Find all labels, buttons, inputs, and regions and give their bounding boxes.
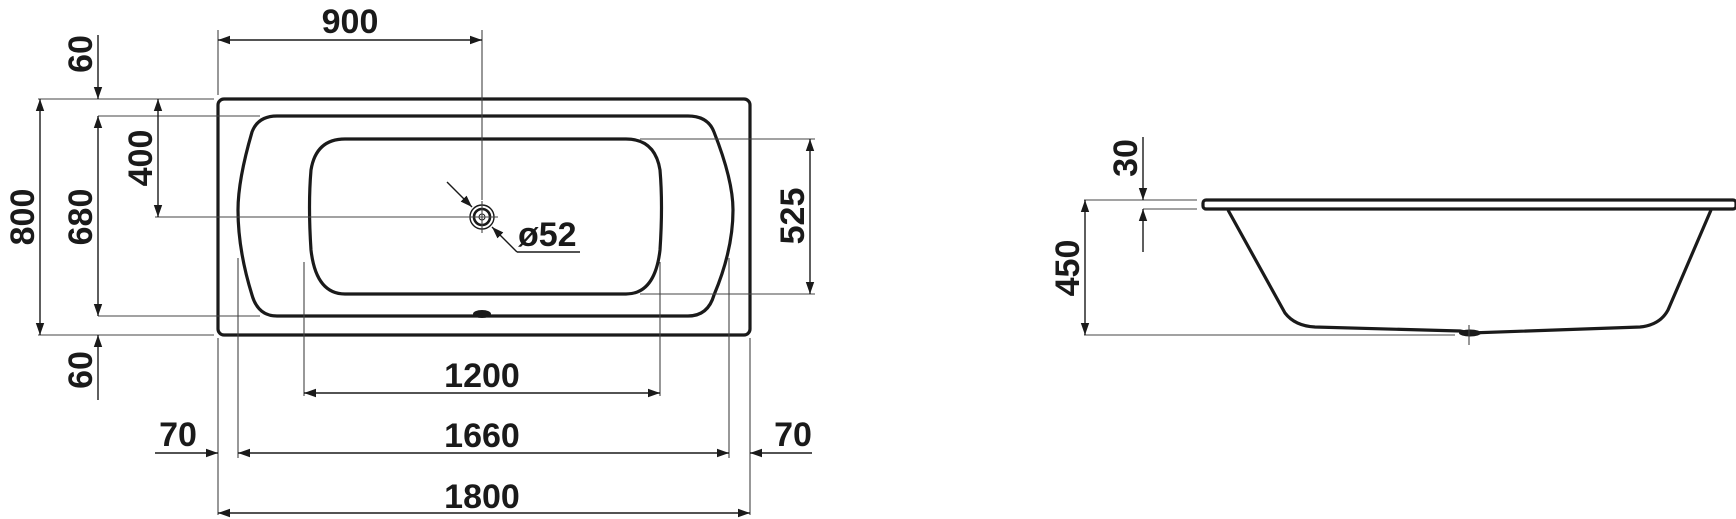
dim-bottom-rim: 60 <box>62 351 100 389</box>
dim-bottom-width: 525 <box>774 188 812 245</box>
tub-inner-basin <box>236 114 735 318</box>
dim-drain-offset-length: 900 <box>322 3 379 41</box>
dim-top-rim: 60 <box>62 35 100 73</box>
dim-inner-length: 1660 <box>444 417 520 455</box>
dim-left-rim: 70 <box>159 416 197 454</box>
dim-rim-thickness: 30 <box>1107 139 1145 177</box>
dim-overall-width: 800 <box>4 189 42 246</box>
dim-bottom-length: 1200 <box>444 357 520 395</box>
top-view: 900 800 680 60 60 400 525 ø52 1200 1660 … <box>4 3 815 518</box>
dim-depth: 450 <box>1049 240 1087 297</box>
drain-icon <box>466 201 498 233</box>
dim-inner-width: 680 <box>62 189 100 246</box>
tub-body-profile <box>1226 209 1713 335</box>
tub-bottom <box>307 137 664 296</box>
side-view: 30 450 <box>1049 137 1736 345</box>
dim-overall-length: 1800 <box>444 478 520 516</box>
dim-right-rim: 70 <box>774 416 812 454</box>
overflow-mark <box>473 310 491 318</box>
dim-drain-offset-width: 400 <box>122 130 160 187</box>
dim-drain-diameter: ø52 <box>518 216 577 254</box>
tub-rim-profile <box>1201 198 1736 211</box>
drain-outlet <box>1459 329 1481 337</box>
